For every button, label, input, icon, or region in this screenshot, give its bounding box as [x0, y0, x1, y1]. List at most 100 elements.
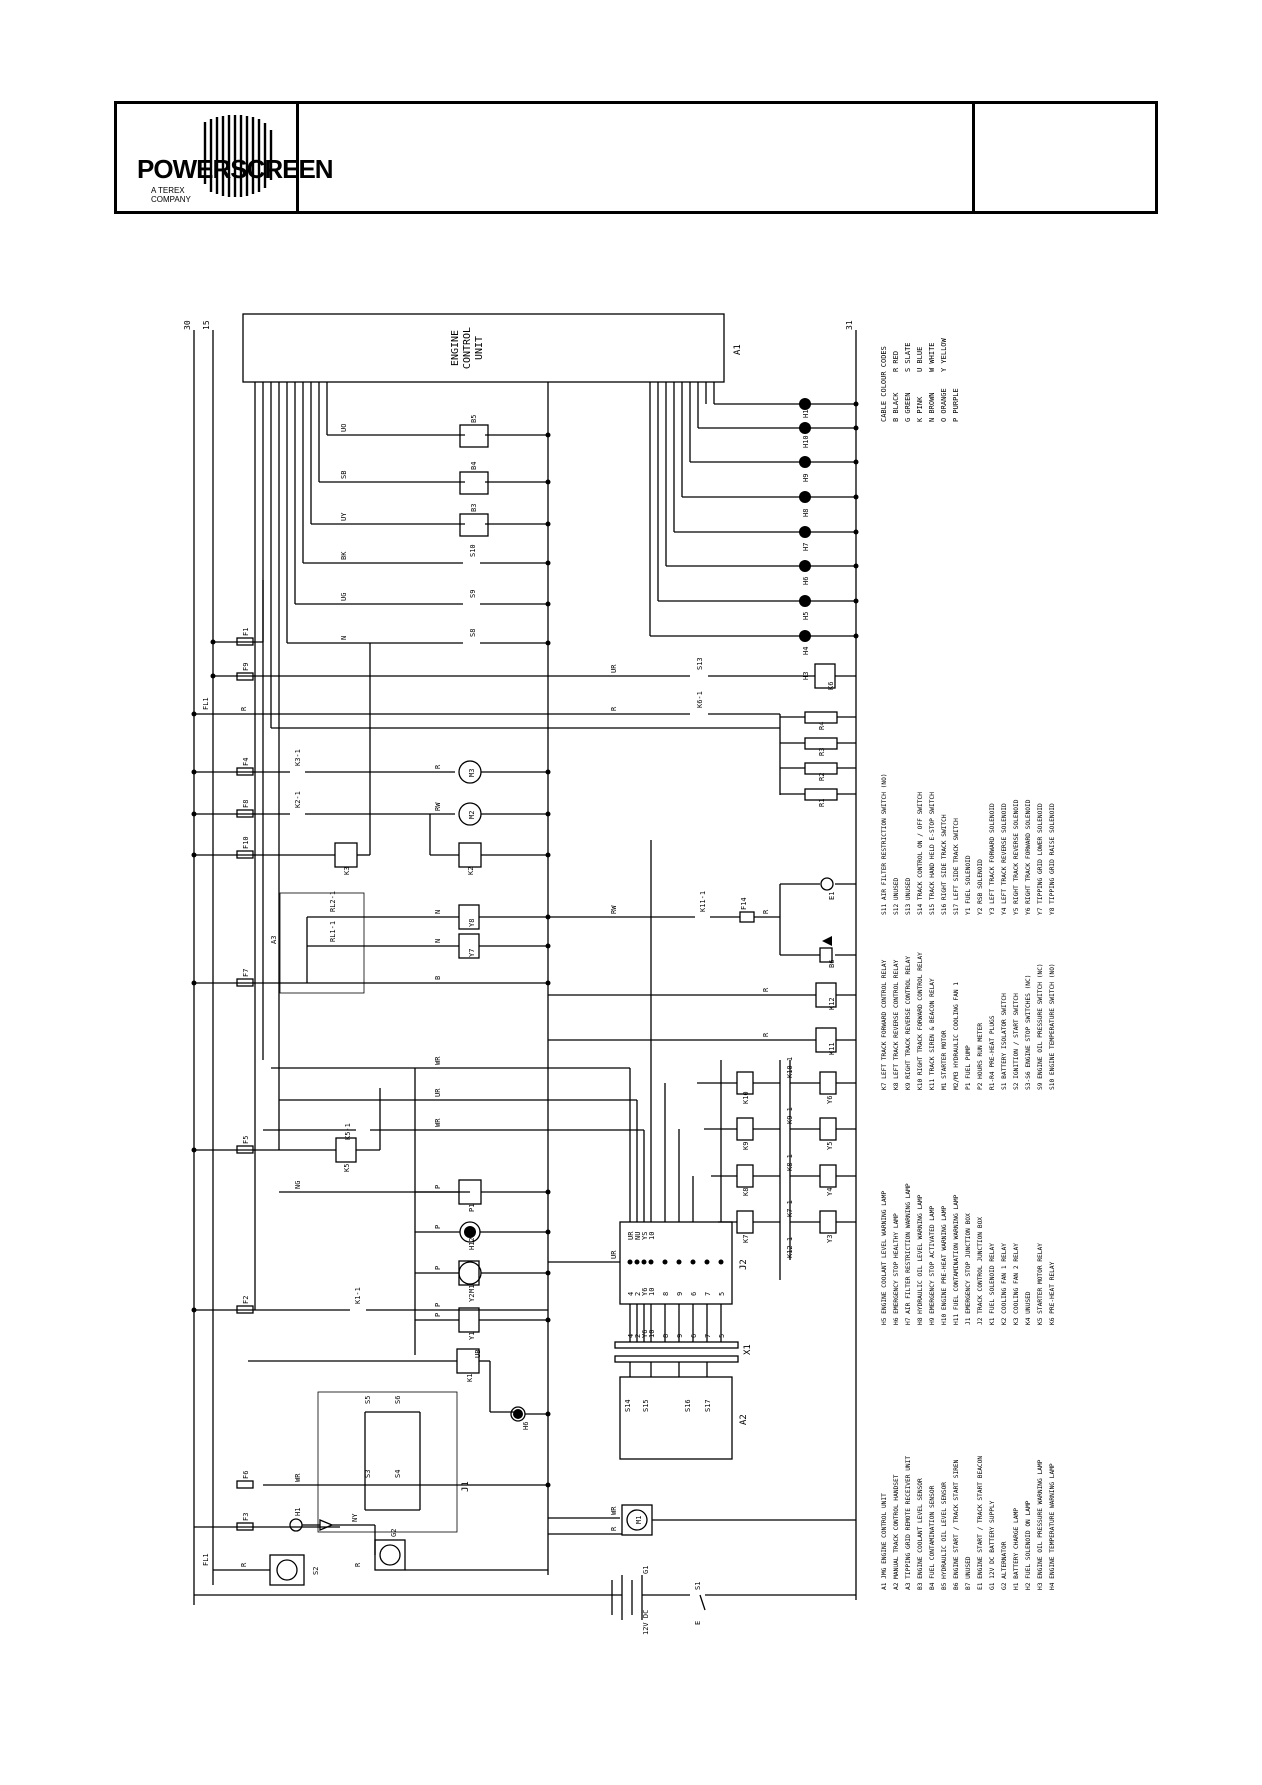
component-label: S1: [694, 1582, 702, 1590]
x1-pin: 10: [648, 1330, 656, 1338]
component-label: M3: [468, 769, 476, 777]
colour-code: P PURPLE: [952, 388, 960, 422]
x1-pin: 9: [676, 1334, 684, 1338]
legend-entry: H7 AIR FILTER RESTRICTION WARNING LAMP: [905, 1183, 912, 1325]
colour-codes-heading: CABLE COLOUR CODES: [880, 346, 888, 422]
component-label: H4: [802, 647, 810, 655]
component-label: H3: [802, 672, 810, 680]
legend-entry: J2 TRACK CONTROL JUNCTION BOX: [977, 1217, 984, 1325]
component-label: S13: [696, 657, 704, 670]
x1-pin: 5: [718, 1334, 726, 1338]
wire-label: WR: [610, 1506, 618, 1515]
component-label: S4: [394, 1470, 402, 1478]
legend-entry: E1 ENGINE START / TRACK START BEACON: [977, 1456, 984, 1590]
wire-label: RW: [434, 802, 442, 811]
wire-label: R: [610, 706, 618, 711]
legend-entry: R1-R4 PRE-HEAT PLUGS: [989, 1015, 996, 1090]
wire-label: N: [434, 939, 442, 943]
component-label: H9: [802, 474, 810, 482]
wire-label: UR: [610, 1250, 618, 1259]
component-label: FL1: [202, 697, 210, 710]
legend-entry: H2 FUEL SOLENOID ON LAMP: [1025, 1500, 1032, 1590]
component-label: G2: [390, 1529, 398, 1537]
component-label: H6: [802, 577, 810, 585]
terminal-label-31: 31: [845, 320, 854, 330]
component-label: S10: [469, 544, 477, 557]
colour-code: O ORANGE: [940, 388, 948, 422]
component-label: G1: [642, 1566, 650, 1574]
component-label: K8-1: [786, 1154, 794, 1171]
legend-entry: H11 FUEL CONTAMINATION WARNING LAMP: [953, 1194, 960, 1325]
legend-entry: S16 RIGHT SIDE TRACK SWITCH: [941, 814, 948, 915]
wire-label: WR: [294, 1473, 302, 1482]
component-label: B4: [470, 462, 478, 470]
component-label: F5: [242, 1136, 250, 1144]
component-label: H8: [802, 509, 810, 517]
component-label: K3-1: [294, 749, 302, 766]
ecu-label-line1: ENGINE: [450, 330, 461, 366]
j2-pin: 2: [634, 1292, 642, 1296]
legend-entry: K11 TRACK SIREN & BEACON RELAY: [929, 978, 936, 1090]
j2-wire: 10: [648, 1232, 656, 1240]
j2-pin: 5: [718, 1292, 726, 1296]
component-label: P1: [468, 1204, 476, 1212]
terminal-label-30: 30: [183, 320, 192, 330]
colour-code: R RED: [892, 351, 900, 372]
j2-pin: Y6: [641, 1288, 649, 1296]
wire-label: R: [762, 909, 770, 914]
title-block: POWERSCREEN A TEREX COMPANY: [114, 101, 1158, 214]
component-label: S6: [394, 1396, 402, 1404]
legend-entry: Y7 TIPPING GRID LOWER SOLENOID: [1037, 803, 1044, 915]
legend-entry: K2 COOLING FAN 1 RELAY: [1001, 1243, 1008, 1325]
wire-label: UY: [340, 512, 348, 521]
legend-entry: K6 PRE-HEAT RELAY: [1049, 1261, 1056, 1325]
legend-entry: K1 FUEL SOLENOID RELAY: [989, 1243, 996, 1325]
component-label: R3: [818, 748, 826, 756]
wire-label: P: [434, 1266, 442, 1270]
component-label: K2-1: [294, 791, 302, 808]
component-label: J2: [739, 1259, 749, 1270]
component-label: Y7: [468, 949, 476, 957]
j2-pin: 7: [704, 1292, 712, 1296]
brand-name: POWERSCREEN: [137, 154, 334, 184]
wire-label: UG: [340, 593, 348, 601]
legend-entry: S14 TRACK CONTROL ON / OFF SWITCH: [917, 792, 924, 915]
legend-entry: K10 RIGHT TRACK FORWARD CONTROL RELAY: [917, 952, 924, 1090]
colour-code: S SLATE: [904, 342, 912, 372]
x1-pin: 2: [634, 1334, 642, 1338]
x1-pin: 4: [627, 1334, 635, 1338]
legend-entry: Y8 TIPPING GRID RAISE SOLENOID: [1049, 803, 1056, 915]
component-label: F9: [242, 663, 250, 671]
wire-label: P: [434, 1185, 442, 1189]
component-label: S14: [624, 1399, 632, 1412]
wire-label: WR: [434, 1056, 442, 1065]
component-label: S2: [312, 1567, 320, 1575]
component-label: X1: [743, 1344, 753, 1355]
component-label: K7: [742, 1235, 750, 1243]
component-label: H1: [294, 1508, 302, 1516]
wire-label: NG: [294, 1181, 302, 1189]
component-labels: B5 B4 B3 S10 S9 S8 H11 H10 H9 H8 H7 H6 H…: [202, 405, 836, 1635]
legend-entry: K8 LEFT TRACK REVERSE CONTROL RELAY: [893, 959, 900, 1090]
j2-pin-labels: 4 2 Y6 10 8 9 6 7 5 UR NU YS 10 4 2 Y6 1…: [627, 1231, 726, 1338]
j2-pin: 9: [676, 1292, 684, 1296]
colour-code: K PINK: [916, 396, 924, 422]
component-label: S5: [364, 1396, 372, 1404]
component-label: F7: [242, 969, 250, 977]
colour-code: W WHITE: [928, 342, 936, 372]
component-label: S9: [469, 590, 477, 598]
legend-entry: P1 FUEL PUMP: [965, 1045, 972, 1090]
legend-entry: G2 ALTERNATOR: [1001, 1541, 1008, 1590]
legend-entry: Y4 LEFT TRACK REVERSE SOLENOID: [1001, 803, 1008, 915]
component-label: H7: [802, 543, 810, 551]
legend-entry: K9 RIGHT TRACK REVERSE CONTROL RELAY: [905, 956, 912, 1090]
component-label: Y6: [826, 1096, 834, 1104]
colour-code: U BLUE: [916, 347, 924, 372]
legend-col-2: H5 ENGINE COOLANT LEVEL WARNING LAMP H6 …: [881, 1183, 1056, 1325]
wire-label: R: [240, 706, 248, 711]
colour-code: B BLACK: [892, 392, 900, 422]
colour-code: G GREEN: [904, 392, 912, 422]
component-label: F14: [740, 897, 748, 910]
wire-label: B: [434, 976, 442, 980]
component-label: K12: [828, 997, 836, 1010]
